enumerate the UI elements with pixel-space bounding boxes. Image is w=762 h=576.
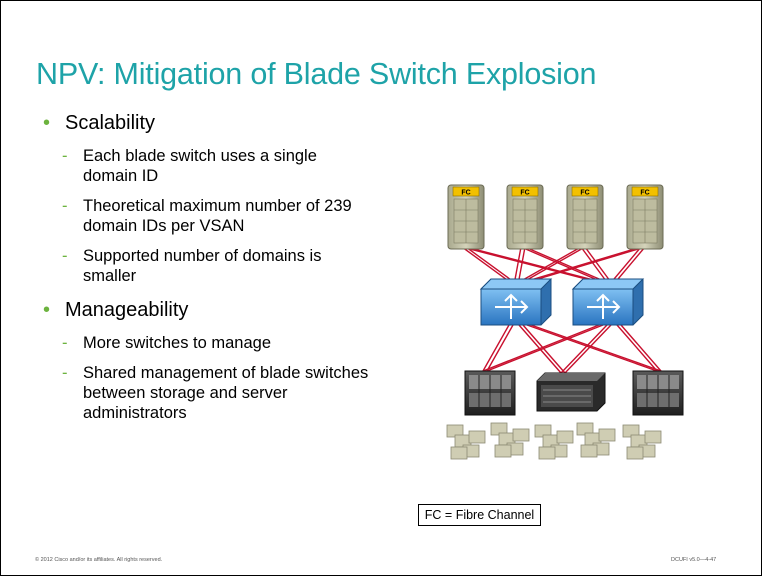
sub-bullet-text: More switches to manage xyxy=(83,334,272,352)
fc-label: FC xyxy=(520,190,529,197)
sub-bullet: - Supported number of domains is smaller xyxy=(41,246,371,286)
storage-array: FC xyxy=(566,184,604,250)
fc-label: FC xyxy=(640,190,649,197)
sub-bullet: - Shared management of blade switches be… xyxy=(41,363,371,423)
blade-servers-icon xyxy=(446,424,486,460)
bullet-manageability: • Manageability xyxy=(41,298,371,322)
slide-title: NPV: Mitigation of Blade Switch Explosio… xyxy=(36,57,597,91)
rack-server-icon xyxy=(536,372,606,412)
sub-bullet: - Each blade switch uses a single domain… xyxy=(41,146,371,186)
storage-array: FC xyxy=(626,184,664,250)
fc-label: FC xyxy=(580,190,589,197)
sub-bullet: - More switches to manage xyxy=(41,333,371,353)
fc-switch-icon xyxy=(571,278,645,326)
bullet-list: • Scalability - Each blade switch uses a… xyxy=(41,111,371,423)
sub-bullet: - Theoretical maximum number of 239 doma… xyxy=(41,196,371,236)
bullet-heading: Manageability xyxy=(65,299,189,321)
sub-bullet-text: Theoretical maximum number of 239 domain… xyxy=(83,197,352,235)
network-diagram: FC FC FC xyxy=(446,184,684,460)
copyright-footer: © 2012 Cisco and/or its affiliates. All … xyxy=(35,557,163,563)
storage-array: FC xyxy=(447,184,485,250)
sub-bullet-text: Supported number of domains is smaller xyxy=(83,247,322,285)
blade-servers-icon xyxy=(576,422,616,458)
dash-icon: - xyxy=(62,334,68,352)
dash-icon: - xyxy=(62,197,68,215)
diagram-legend: FC = Fibre Channel xyxy=(418,504,541,526)
fc-label: FC xyxy=(461,190,470,197)
dash-icon: - xyxy=(62,247,68,265)
blade-servers-icon xyxy=(534,424,574,460)
bullet-dot-icon: • xyxy=(43,112,51,134)
sub-bullet-text: Each blade switch uses a single domain I… xyxy=(83,147,317,185)
dash-icon: - xyxy=(62,364,68,382)
bullet-dot-icon: • xyxy=(43,299,51,321)
bullet-scalability: • Scalability xyxy=(41,111,371,135)
bullet-heading: Scalability xyxy=(65,112,156,134)
blade-servers-icon xyxy=(622,424,662,460)
dash-icon: - xyxy=(62,147,68,165)
storage-array: FC xyxy=(506,184,544,250)
blade-chassis-icon xyxy=(632,370,684,416)
course-footer: DCUFI v5.0—4-47 xyxy=(671,557,717,563)
sub-bullet-text: Shared management of blade switches betw… xyxy=(83,364,369,422)
blade-chassis-icon xyxy=(464,370,516,416)
blade-servers-icon xyxy=(490,422,530,458)
fc-switch-icon xyxy=(479,278,553,326)
fc-links-lower xyxy=(482,324,662,374)
